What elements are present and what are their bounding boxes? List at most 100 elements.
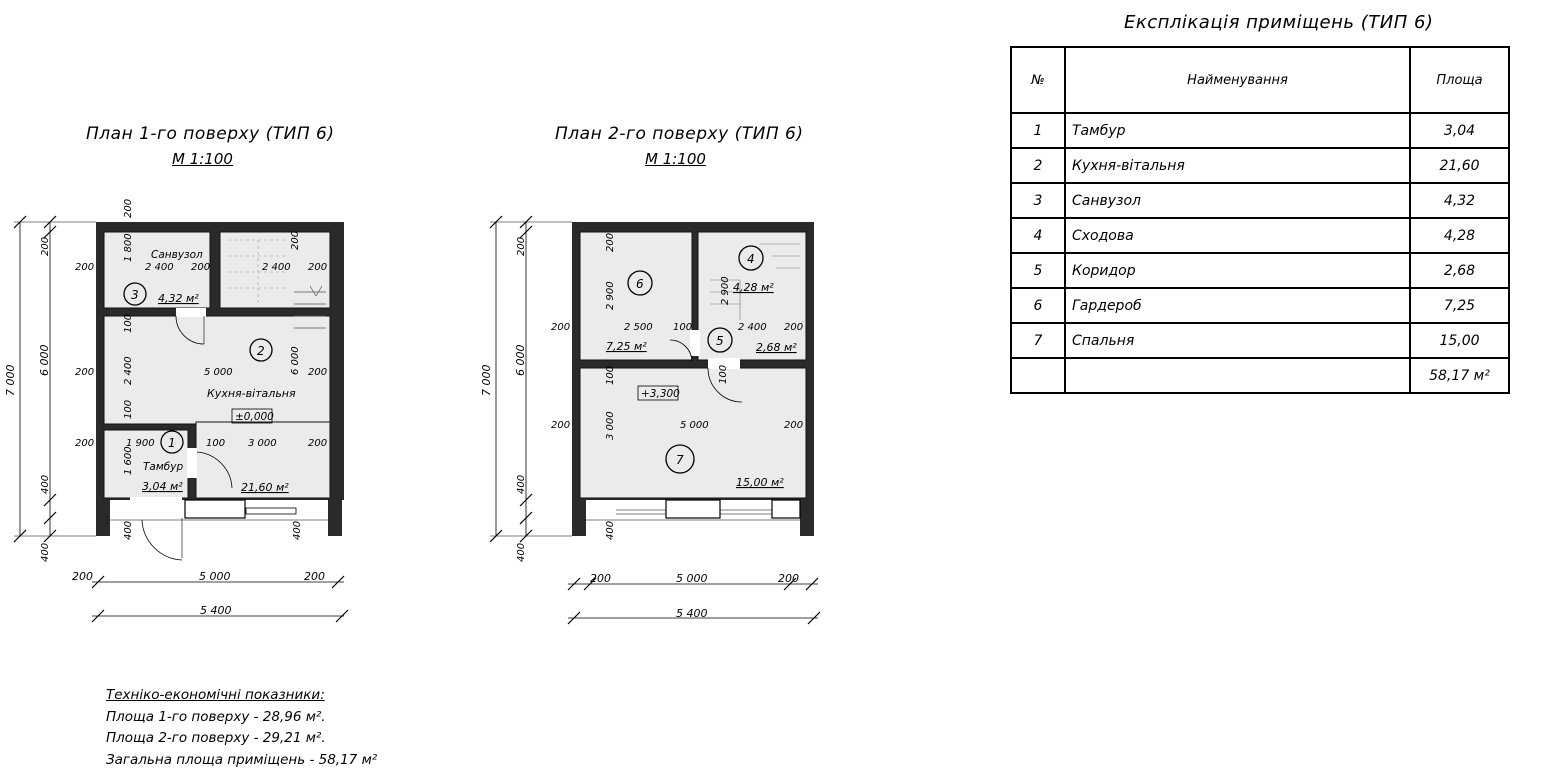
plan1-dim: 400 xyxy=(292,521,303,540)
plan1-room-area: 4,32 м² xyxy=(158,292,199,305)
plan1-dim: 5 400 xyxy=(200,604,232,617)
plan2-dim: 200 xyxy=(778,572,799,585)
plan2-drawing: 6 4 5 7 4,28 м² 2,68 м² 7,25 м² 15,00 м²… xyxy=(480,215,821,625)
plan1-dim: 100 xyxy=(206,438,225,449)
plan2-room-marker xyxy=(627,270,653,296)
plan1-dim: 1 600 xyxy=(123,446,134,475)
plan2-dim: 100 xyxy=(605,366,616,385)
plan1-dim: 6 000 xyxy=(38,345,51,377)
header-name: Найменування xyxy=(1064,46,1411,114)
plan1-room-area: 3,04 м² xyxy=(142,480,183,493)
plan2-room-number: 4 xyxy=(747,252,755,266)
plan1-dim: 7 000 xyxy=(4,365,17,397)
plan1-dim: 200 xyxy=(72,570,93,583)
row-name: Кухня-вітальня xyxy=(1064,147,1411,184)
plan2-room-area: 15,00 м² xyxy=(736,476,784,489)
plan1-dim: 200 xyxy=(75,367,94,378)
row-name: Санвузол xyxy=(1064,182,1411,219)
plan1-room-marker xyxy=(160,430,184,454)
plan2-room-4-5 xyxy=(697,231,807,361)
plan1-dim: 1 800 xyxy=(123,233,134,262)
plan2-scale: М 1:100 xyxy=(645,150,706,168)
row-area: 21,60 xyxy=(1409,147,1510,184)
row-name: Спальня xyxy=(1064,322,1411,359)
plan1-room-kitchen-lower xyxy=(195,421,331,499)
plan1-dim: 100 xyxy=(123,400,134,419)
plan2-dim: 2 400 xyxy=(738,322,767,333)
plan1-dim: 5 000 xyxy=(199,570,231,583)
plan1-dim: 200 xyxy=(75,438,94,449)
row-area: 4,32 xyxy=(1409,182,1510,219)
plan2-dim: 5 000 xyxy=(680,420,709,431)
explication-title: Експлікація приміщень (ТИП 6) xyxy=(1124,12,1434,33)
row-area: 2,68 xyxy=(1409,252,1510,289)
plan2-dim: 200 xyxy=(784,420,803,431)
plan1-dim: 100 xyxy=(123,314,134,333)
row-area: 3,04 xyxy=(1409,112,1510,149)
table-total-row: 58,17 м² xyxy=(1010,357,1510,394)
plan2-room-7 xyxy=(579,367,807,499)
plan1-room-sanvuzol xyxy=(103,231,211,309)
row-num: 7 xyxy=(1010,322,1066,359)
row-name: Сходова xyxy=(1064,217,1411,254)
plan2-dim: 5 000 xyxy=(676,572,708,585)
plan1-room-marker xyxy=(123,282,147,306)
row-area: 4,28 xyxy=(1409,217,1510,254)
table-header-row: № Найменування Площа xyxy=(1010,46,1510,114)
plan2-dim: 200 xyxy=(784,322,803,333)
plan1-dim: 200 xyxy=(40,237,51,256)
plan1-drawing: 3 2 1 Санвузол 4,32 м² Кухня-вітальня ±0… xyxy=(4,199,349,623)
total-area: 58,17 м² xyxy=(1409,357,1510,394)
plan1-dim: 200 xyxy=(308,262,327,273)
plan2-dim: 7 000 xyxy=(480,365,493,397)
plan1-room-number: 3 xyxy=(131,288,139,302)
plan1-room-stair xyxy=(219,231,331,309)
plan1-room-label: Кухня-вітальня xyxy=(207,387,296,400)
plan2-room-number: 6 xyxy=(636,277,644,291)
row-num: 2 xyxy=(1010,147,1066,184)
row-num: 5 xyxy=(1010,252,1066,289)
row-area: 7,25 xyxy=(1409,287,1510,324)
plan2-dim: 200 xyxy=(516,237,527,256)
row-num: 3 xyxy=(1010,182,1066,219)
plan2-room-area: 7,25 м² xyxy=(606,340,647,353)
plan2-dim: 3 000 xyxy=(605,411,616,440)
row-name: Тамбур xyxy=(1064,112,1411,149)
plan1-dim: 6 000 xyxy=(290,346,301,375)
row-name: Коридор xyxy=(1064,252,1411,289)
plan1-dim: 400 xyxy=(40,475,51,494)
plan2-room-number: 7 xyxy=(676,453,684,467)
plan1-room-area: 21,60 м² xyxy=(241,481,289,494)
plan1-dim: 1 900 xyxy=(126,438,155,449)
plan2-room-area: 2,68 м² xyxy=(756,341,797,354)
plan2-dim: 400 xyxy=(605,521,616,540)
plan2-dim: 400 xyxy=(516,543,527,562)
plan1-room-number: 1 xyxy=(168,436,176,450)
plan2-room-number: 5 xyxy=(716,334,724,348)
plan2-dim: 2 900 xyxy=(720,276,731,305)
plan1-dim: 200 xyxy=(308,438,327,449)
plan1-dim: 200 xyxy=(191,262,210,273)
plan2-dim: 200 xyxy=(590,572,611,585)
plan1-dim: 200 xyxy=(290,231,301,250)
plan1-dim: 3 000 xyxy=(248,438,277,449)
plan1-dim: 400 xyxy=(40,543,51,562)
tei-line: Загальна площа приміщень - 58,17 м² xyxy=(106,751,378,768)
tei-line: Площа 2-го поверху - 29,21 м². xyxy=(106,730,326,746)
row-num: 4 xyxy=(1010,217,1066,254)
tei-heading: Техніко-економічні показники: xyxy=(106,687,325,703)
plan1-dim: 200 xyxy=(308,367,327,378)
plan1-room-label: Санвузол xyxy=(151,249,203,261)
row-num: 6 xyxy=(1010,287,1066,324)
plan2-room-6 xyxy=(579,231,693,361)
plan1-dim: 200 xyxy=(304,570,325,583)
plan1-dim: 5 000 xyxy=(204,367,233,378)
plan2-dim: 2 500 xyxy=(624,322,653,333)
